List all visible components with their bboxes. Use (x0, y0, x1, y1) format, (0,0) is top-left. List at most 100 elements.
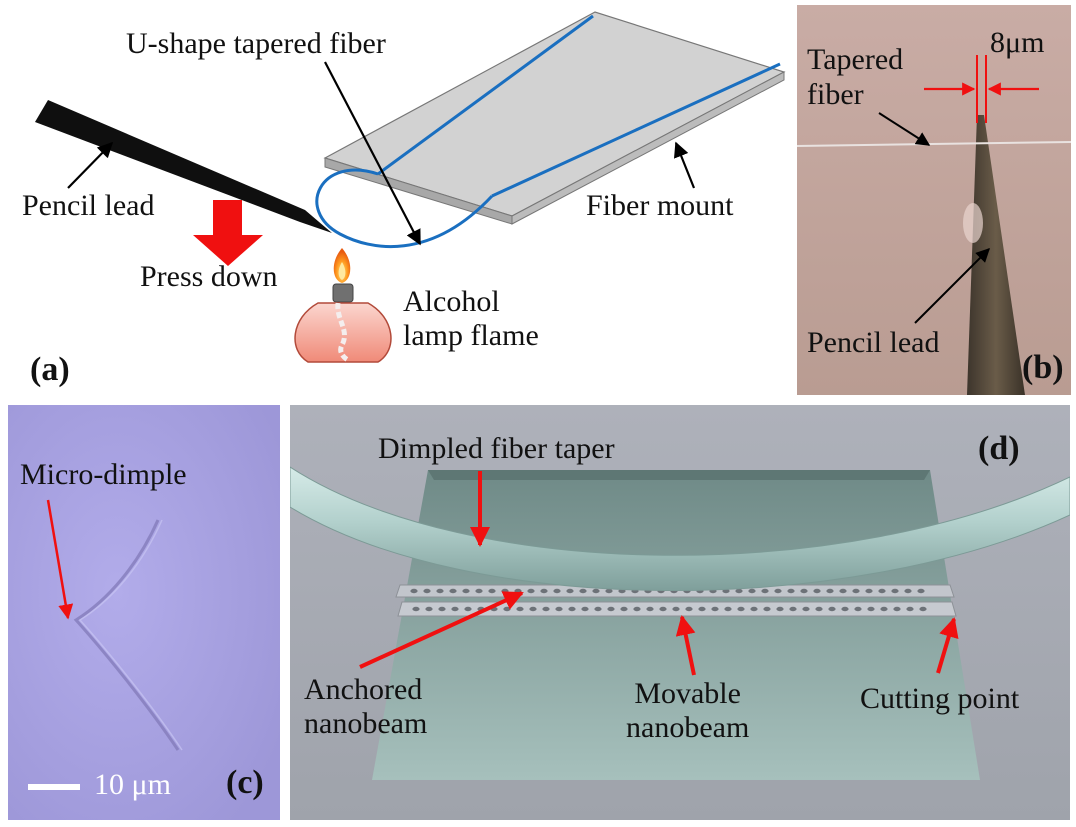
label-tapered-fiber: Tapered fiber (807, 43, 904, 111)
panel-d-render (290, 405, 1070, 820)
crystal-hole (605, 588, 613, 594)
crystal-hole (867, 606, 875, 612)
crystal-hole (451, 606, 459, 612)
crystal-hole (711, 606, 719, 612)
crystal-hole (787, 588, 795, 594)
crystal-hole (800, 588, 808, 594)
crystal-hole (581, 606, 589, 612)
crystal-hole (438, 606, 446, 612)
crystal-hole (737, 606, 745, 612)
crystal-hole (410, 588, 418, 594)
crystal-hole (761, 588, 769, 594)
crystal-hole (893, 606, 901, 612)
label-movable-nanobeam: Movable nanobeam (626, 677, 750, 744)
crystal-hole (839, 588, 847, 594)
label-fiber-mount: Fiber mount (586, 189, 734, 222)
crystal-hole (724, 606, 732, 612)
crystal-hole (826, 588, 834, 594)
crystal-hole (852, 588, 860, 594)
crystal-hole (412, 606, 420, 612)
crystal-hole (904, 588, 912, 594)
crystal-hole (607, 606, 615, 612)
panel-a-tag: (a) (30, 351, 70, 388)
crystal-hole (813, 588, 821, 594)
fiber-mount (323, 11, 786, 225)
micro-dimple-pointer (46, 499, 74, 620)
crystal-hole (659, 606, 667, 612)
pencil-pointer-arrow (67, 141, 114, 189)
crystal-hole (878, 588, 886, 594)
crystal-hole (854, 606, 862, 612)
crystal-hole (449, 588, 457, 594)
label-dimpled-taper: Dimpled fiber taper (378, 432, 615, 465)
crystal-hole (464, 606, 472, 612)
crystal-hole (542, 606, 550, 612)
label-alcohol-lamp: Alcohol lamp flame (403, 285, 539, 352)
tapered-fiber-pointer (878, 112, 931, 146)
crystal-hole (763, 606, 771, 612)
crystal-hole (672, 606, 680, 612)
crystal-hole (841, 606, 849, 612)
crystal-hole (685, 606, 693, 612)
crystal-hole (503, 606, 511, 612)
label-width-8um: 8μm (990, 26, 1045, 59)
crystal-hole (527, 588, 535, 594)
crystal-hole (815, 606, 823, 612)
crystal-hole (529, 606, 537, 612)
crystal-hole (501, 588, 509, 594)
pencil-lead-image (967, 115, 1025, 395)
crystal-hole (592, 588, 600, 594)
panel-d-tag: (d) (978, 430, 1020, 467)
alcohol-lamp (294, 248, 392, 363)
crystal-hole (462, 588, 470, 594)
panel-b-tag: (b) (1022, 349, 1064, 386)
photonic-crystal-holes (410, 588, 927, 612)
label-press-down: Press down (140, 260, 278, 293)
crystal-hole (475, 588, 483, 594)
scale-bar-label: 10 μm (94, 768, 171, 801)
crystal-hole (919, 606, 927, 612)
scale-bar (28, 784, 80, 790)
crystal-hole (750, 606, 758, 612)
panel-c-tag: (c) (226, 764, 264, 801)
label-micro-dimple: Micro-dimple (20, 458, 187, 491)
label-pencil-lead-b: Pencil lead (807, 326, 940, 359)
taper-pointer-arrow (324, 61, 421, 246)
dimpled-fiber-taper (290, 466, 1070, 592)
crystal-hole (633, 606, 641, 612)
label-anchored-nanobeam: Anchored nanobeam (304, 673, 428, 740)
anchored-pointer (359, 591, 524, 669)
crystal-hole (488, 588, 496, 594)
crystal-hole (865, 588, 873, 594)
panel-c-micrograph (8, 405, 280, 820)
pencil-lead-pointer (914, 248, 990, 324)
crystal-hole (620, 606, 628, 612)
press-down-arrow (193, 200, 263, 266)
panel-b-micrograph (797, 5, 1071, 395)
crystal-hole (436, 588, 444, 594)
label-cutting-point: Cutting point (860, 682, 1020, 715)
crystal-hole (748, 588, 756, 594)
width-marker (924, 55, 1039, 123)
crystal-hole (540, 588, 548, 594)
crystal-hole (553, 588, 561, 594)
cutting-point-pointer (936, 617, 959, 674)
crystal-hole (789, 606, 797, 612)
mount-pointer-arrow (673, 141, 696, 189)
crystal-hole (774, 588, 782, 594)
crystal-hole (828, 606, 836, 612)
crystal-hole (880, 606, 888, 612)
crystal-hole (917, 588, 925, 594)
movable-pointer (675, 615, 696, 676)
crystal-hole (425, 606, 433, 612)
label-pencil-lead: Pencil lead (22, 189, 155, 222)
panel-d: Dimpled fiber taper Anchored nanobeam Mo… (290, 405, 1070, 820)
crystal-hole (802, 606, 810, 612)
label-u-shape-taper: U-shape tapered fiber (126, 27, 386, 60)
u-shape-fiber (315, 14, 781, 249)
crystal-hole (646, 606, 654, 612)
crystal-hole (579, 588, 587, 594)
crystal-hole (698, 606, 706, 612)
crystal-hole (891, 588, 899, 594)
crystal-hole (568, 606, 576, 612)
